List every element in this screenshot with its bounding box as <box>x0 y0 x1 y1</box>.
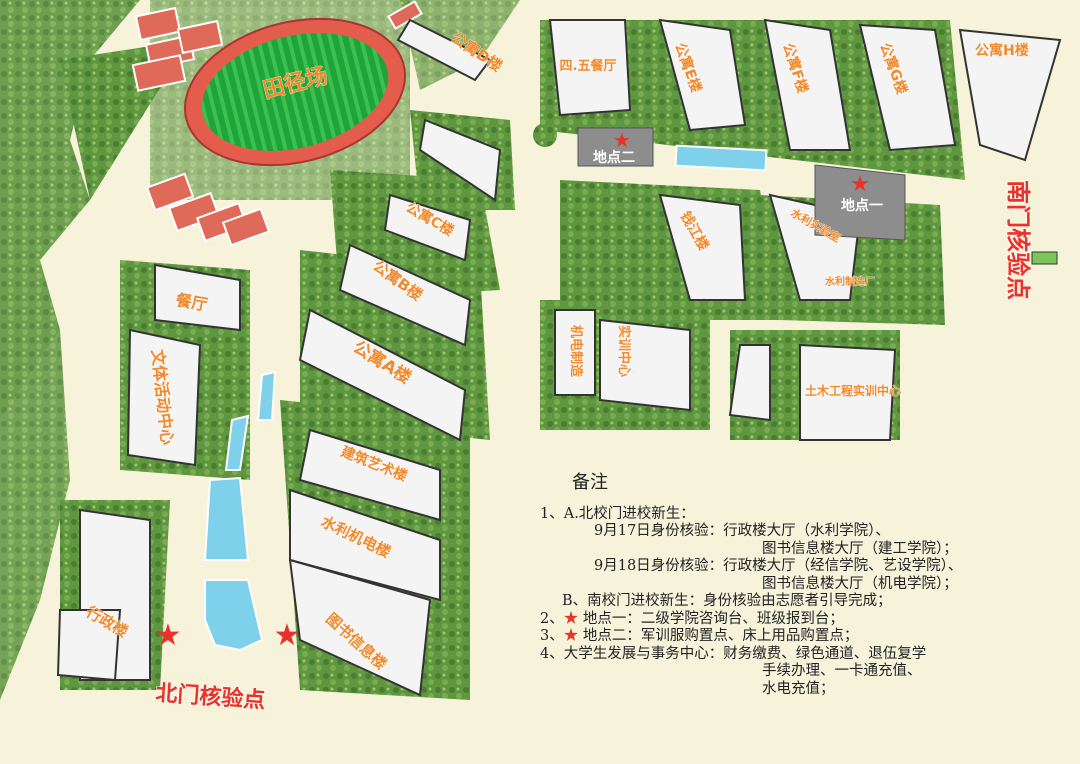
north-gate-star-icon: ★ <box>274 618 301 653</box>
legend-line: 9月18日身份核验：行政楼大厅（经信学院、艺设学院）、 <box>594 558 963 574</box>
legend-line: 图书信息楼大厅（建工学院）； <box>762 540 958 557</box>
legend-title: 备注 <box>572 472 608 493</box>
legend-row-3: 3、★ 地点二：军训服购置点、床上用品购置点； <box>540 628 1075 646</box>
buildings <box>56 18 1062 697</box>
star-icon: ★ <box>563 628 579 644</box>
point-one-label: 地点一 <box>841 197 883 214</box>
mechatronic-label: 机电制造 <box>568 325 584 378</box>
legend-line: 水电充值； <box>762 680 835 697</box>
star-icon: ★ <box>850 172 870 197</box>
civil-label: 土木工程实训中心 <box>805 383 901 398</box>
hydraulic-factory-label: 水利制造厂 <box>824 275 875 288</box>
legend-line: 4、大学生发展与事务中心：财务缴费、绿色通道、退伍复学 <box>540 645 927 662</box>
canteen-45-label: 四.五餐厅 <box>560 58 617 74</box>
training-label: 实训中心 <box>616 325 632 377</box>
star-icon: ★ <box>613 128 631 152</box>
point-two-plaza: ★ 地点二 <box>577 127 654 167</box>
legend-row-2: 2、★ 地点一：二级学院咨询台、班级报到台； <box>540 611 1075 629</box>
legend-num: 3、 <box>540 628 564 644</box>
stands <box>131 0 423 247</box>
legend-line: 地点一：二级学院咨询台、班级报到台； <box>582 610 844 627</box>
track-field: 田径场 <box>150 0 410 200</box>
legend-line: B、南校门进校新生：身份核验由志愿者引导完成； <box>562 593 892 609</box>
legend-line: 手续办理、一卡通充值、 <box>762 663 922 679</box>
south-gate-marker <box>1031 251 1058 265</box>
star-icon: ★ <box>563 610 579 627</box>
dorm-h-label: 公寓H楼 <box>975 42 1029 59</box>
north-gate-star-icon: ★ <box>155 618 182 653</box>
legend-num: 2、 <box>540 610 564 627</box>
south-gate-label: 南门核验点 <box>1004 180 1032 300</box>
legend-line: 地点二：军训服购置点、床上用品购置点； <box>582 628 859 644</box>
legend-line: 9月17日身份核验：行政楼大厅（水利学院）、 <box>594 523 890 539</box>
point-one-plaza: ★ 地点一 <box>814 164 906 241</box>
legend-line: 图书信息楼大厅（机电学院）； <box>762 575 958 592</box>
legend: 备注 1、A.北校门进校新生： 9月17日身份核验：行政楼大厅（水利学院）、 图… <box>540 474 1075 759</box>
legend-line: 1、A.北校门进校新生： <box>540 505 695 522</box>
point-two-label: 地点二 <box>593 149 635 166</box>
water <box>203 144 768 652</box>
